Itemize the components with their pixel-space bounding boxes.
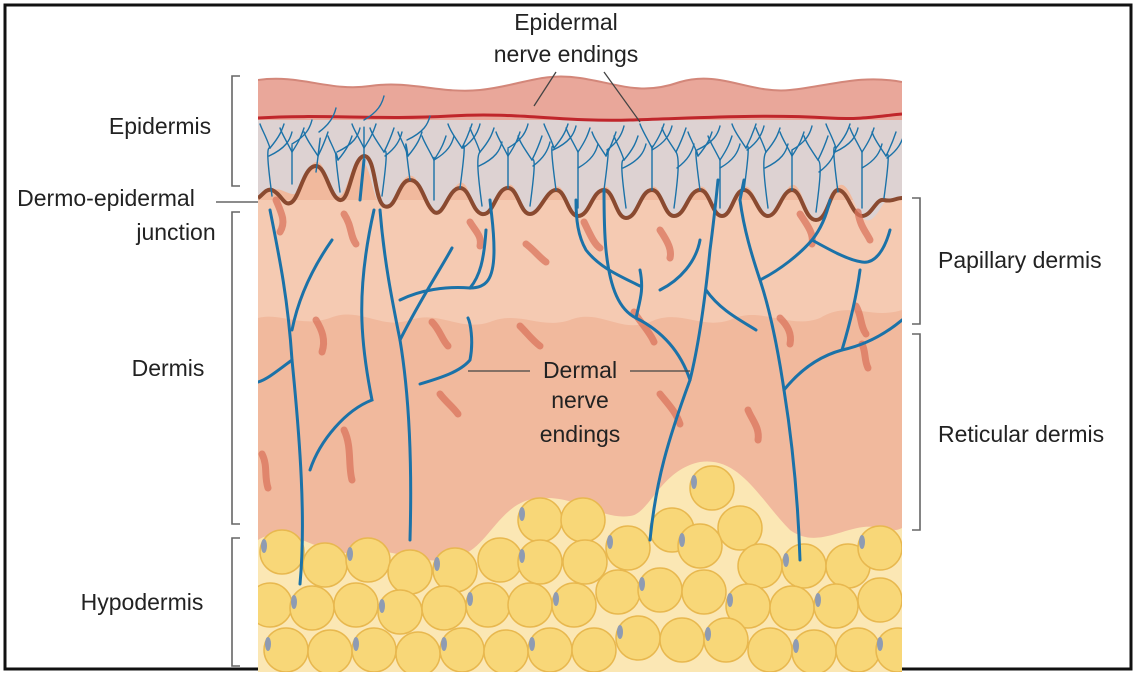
fat-cell [552, 583, 596, 627]
fat-cell-nucleus [783, 553, 789, 567]
fat-cell-nucleus [441, 637, 447, 651]
fat-cell [748, 628, 792, 672]
fat-cell [718, 506, 762, 550]
fat-cell [466, 583, 510, 627]
fat-cell [660, 618, 704, 662]
fat-cell-nucleus [639, 577, 645, 591]
fat-cell [682, 570, 726, 614]
fat-cell [616, 616, 660, 660]
label-reticular-dermis: Reticular dermis [938, 421, 1104, 447]
fat-cell-nucleus [617, 625, 623, 639]
fat-cell-nucleus [529, 637, 535, 651]
fat-cell [290, 586, 334, 630]
fat-cell-nucleus [705, 627, 711, 641]
label-epidermal-nerve-1: Epidermal [514, 9, 618, 35]
fat-cell [396, 632, 440, 674]
fat-cell [596, 570, 640, 614]
fat-cell [433, 548, 477, 592]
fat-cell [388, 550, 432, 594]
fat-cell-nucleus [519, 507, 525, 521]
right-brackets [912, 198, 920, 530]
fat-cell [378, 590, 422, 634]
fat-cell-nucleus [467, 592, 473, 606]
fat-cell [858, 578, 902, 622]
fat-cell [858, 526, 902, 570]
fat-cell [508, 583, 552, 627]
epidermis-bracket [232, 76, 240, 186]
fat-cell [678, 524, 722, 568]
fat-cell-nucleus [679, 533, 685, 547]
fat-cell-nucleus [877, 637, 883, 651]
label-dermal-nerve-2: nerve [551, 387, 609, 413]
fat-cell [346, 538, 390, 582]
left-brackets [216, 76, 258, 666]
fat-cell [572, 628, 616, 672]
hypodermis-bracket [232, 538, 240, 666]
fat-cell [561, 498, 605, 542]
dermis-bracket [232, 212, 240, 524]
fat-cell-nucleus [727, 593, 733, 607]
fat-cell-nucleus [859, 535, 865, 549]
fat-cell [638, 568, 682, 612]
fat-cell [478, 538, 522, 582]
fat-cell [770, 586, 814, 630]
fat-cell [690, 466, 734, 510]
fat-cell [792, 630, 836, 674]
fat-cell [440, 628, 484, 672]
fat-cell-nucleus [261, 539, 267, 553]
fat-cell-nucleus [353, 637, 359, 651]
label-dermis: Dermis [132, 355, 205, 381]
label-junction-2: junction [135, 219, 215, 245]
fat-cell [518, 498, 562, 542]
papillary-dermis-bracket [912, 198, 920, 324]
fat-cell [248, 583, 292, 627]
label-papillary-dermis: Papillary dermis [938, 247, 1102, 273]
fat-cell [814, 584, 858, 628]
fat-cell [334, 583, 378, 627]
reticular-dermis-bracket [912, 334, 920, 530]
fat-cell [260, 530, 304, 574]
epidermis-surface-layer [258, 77, 902, 120]
label-dermal-nerve-1: Dermal [543, 357, 617, 383]
fat-cell-nucleus [793, 639, 799, 653]
label-epidermis: Epidermis [109, 113, 211, 139]
fat-cell [606, 526, 650, 570]
fat-cell-nucleus [291, 595, 297, 609]
fat-cell [563, 540, 607, 584]
fat-cell [782, 544, 826, 588]
fat-cell [484, 630, 528, 674]
fat-cell [303, 543, 347, 587]
fat-cell-nucleus [347, 547, 353, 561]
fat-cell-nucleus [815, 593, 821, 607]
fat-cell [518, 540, 562, 584]
label-junction-1: Dermo-epidermal [17, 185, 195, 211]
fat-cell [264, 628, 308, 672]
fat-cell-nucleus [379, 599, 385, 613]
label-dermal-nerve-3: endings [540, 421, 621, 447]
fat-cell-nucleus [553, 592, 559, 606]
label-epidermal-nerve-2: nerve endings [494, 41, 639, 67]
fat-cell-nucleus [691, 475, 697, 489]
fat-cell [704, 618, 748, 662]
fat-cell [308, 630, 352, 674]
fat-cell [422, 586, 466, 630]
label-hypodermis: Hypodermis [81, 589, 204, 615]
fat-cell-nucleus [607, 535, 613, 549]
fat-cell [876, 628, 920, 672]
fat-cell-nucleus [434, 557, 440, 571]
fat-cell [528, 628, 572, 672]
fat-cell [352, 628, 396, 672]
fat-cell [738, 544, 782, 588]
fat-cell-nucleus [265, 637, 271, 651]
fat-cell [836, 628, 880, 672]
fat-cell-nucleus [519, 549, 525, 563]
